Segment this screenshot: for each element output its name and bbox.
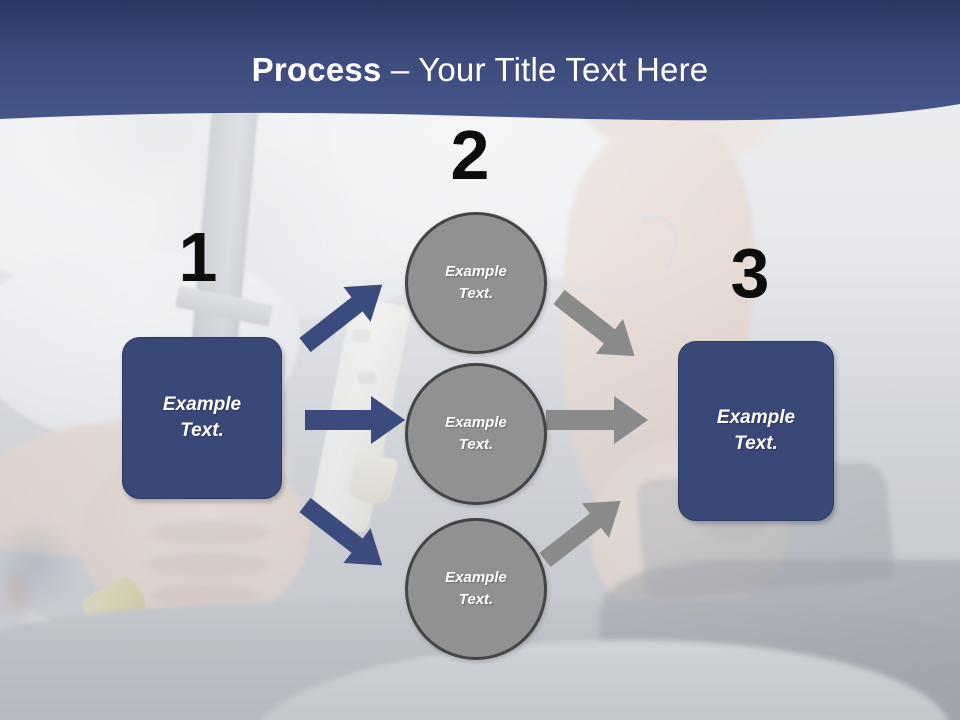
process-circle-1-text: Example Text. <box>445 261 507 305</box>
process-box-right[interactable]: Example Text. <box>678 341 834 521</box>
process-circle-1-line2: Text. <box>458 285 494 302</box>
step-2-number: 2 <box>450 116 490 194</box>
process-box-left[interactable]: Example Text. <box>122 337 282 499</box>
page-title: Process – Your Title Text Here <box>0 50 960 90</box>
process-circle-3[interactable]: Example Text. <box>405 518 547 660</box>
process-box-left-line1: Example <box>162 394 242 415</box>
header-band: Process – Your Title Text Here <box>0 0 960 132</box>
process-box-right-text: Example Text. <box>717 405 795 457</box>
process-circle-2[interactable]: Example Text. <box>405 363 547 505</box>
process-box-left-line2: Text. <box>180 420 224 441</box>
process-circle-2-line2: Text. <box>458 436 494 453</box>
process-circle-2-line1: Example <box>445 414 507 431</box>
process-circle-3-line1: Example <box>445 569 507 586</box>
step-1-number: 1 <box>178 218 218 296</box>
step-3-number: 3 <box>730 234 770 312</box>
page-title-bold: Process <box>251 51 382 88</box>
page-title-separator: – <box>381 51 419 88</box>
page-title-rest: Your Title Text Here <box>418 51 709 88</box>
process-box-right-line2: Text. <box>734 433 778 454</box>
process-box-left-text: Example Text. <box>163 392 241 444</box>
process-circle-2-text: Example Text. <box>445 412 507 456</box>
process-circle-3-text: Example Text. <box>445 567 507 611</box>
process-circle-1-line1: Example <box>445 263 507 280</box>
process-circle-3-line2: Text. <box>458 591 494 608</box>
process-circle-1[interactable]: Example Text. <box>405 212 547 354</box>
header-shape <box>0 0 960 121</box>
process-box-right-line1: Example <box>716 407 796 428</box>
